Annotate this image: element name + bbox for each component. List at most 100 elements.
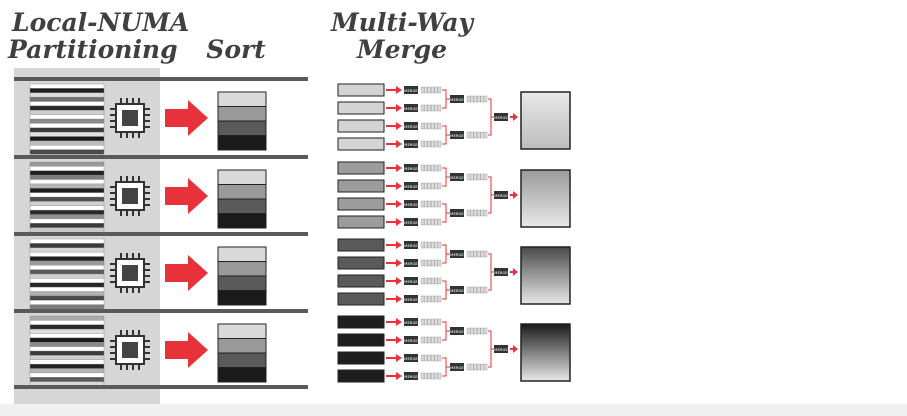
- buffer-cell: [483, 131, 488, 139]
- merge-box: [404, 200, 418, 208]
- partition-stripe: [29, 174, 105, 181]
- partition-stripe: [29, 372, 105, 378]
- buffer-cell: [420, 259, 425, 267]
- buffer-cell: [427, 295, 431, 303]
- cpu-pin: [110, 269, 116, 271]
- cpu-chip-icon: [110, 98, 150, 138]
- buffer-cell: [427, 104, 431, 112]
- buffer-cell: [480, 209, 484, 217]
- buffer-cell: [434, 164, 438, 172]
- buffer-cell: [431, 182, 435, 190]
- merge-box: [450, 286, 464, 294]
- buffer-cell: [434, 318, 438, 326]
- row-divider-line: [14, 232, 308, 236]
- buffer-cell: [427, 122, 431, 130]
- connector: [488, 98, 494, 136]
- partition-stripe: [29, 201, 105, 207]
- buffer-cell: [420, 200, 425, 208]
- partition-stripe: [29, 105, 105, 111]
- buffer-cell: [420, 104, 425, 112]
- merge-box: [404, 336, 418, 344]
- partition-stripe: [29, 243, 105, 249]
- buffer-cell: [483, 286, 488, 294]
- buffer-cell: [427, 200, 431, 208]
- merge-label: MERGE: [404, 166, 418, 171]
- merge-heading-line1: Multi-Way: [330, 8, 474, 37]
- buffer-cell: [437, 104, 442, 112]
- buffer-cell: [424, 122, 428, 130]
- buffer-cell: [437, 354, 442, 362]
- merge-box: [450, 131, 464, 139]
- merge-box: [404, 372, 418, 380]
- buffer-cell: [477, 327, 481, 335]
- buffer-cell: [420, 318, 425, 326]
- partition-stripe: [29, 205, 105, 211]
- arrow-right-icon: [513, 268, 518, 276]
- cpu-pin: [110, 192, 116, 194]
- partition-stripe: [29, 260, 105, 266]
- cpu-pin: [132, 132, 134, 138]
- merge-box: [404, 140, 418, 148]
- merge-box: [494, 113, 508, 121]
- buffer-cell: [437, 122, 442, 130]
- merge-box: [404, 86, 418, 94]
- cpu-pin: [110, 352, 116, 354]
- buffer-cell: [420, 241, 425, 249]
- arrow-right-icon: [513, 191, 518, 199]
- buffer-cell: [477, 209, 481, 217]
- cpu-pin: [144, 204, 150, 206]
- cpu-pin: [120, 287, 122, 293]
- input-run: [337, 315, 385, 329]
- buffer-cell: [473, 173, 477, 181]
- buffer-cell: [427, 140, 431, 148]
- partition-stripe: [29, 101, 105, 107]
- input-run: [337, 215, 385, 229]
- buffer-cell: [483, 363, 488, 371]
- sorted-block: [217, 352, 267, 368]
- partition-stripe: [29, 350, 105, 356]
- connector: [488, 253, 494, 291]
- buffer-cell: [477, 173, 481, 181]
- buffer-cell: [477, 286, 481, 294]
- cpu-pin: [120, 98, 122, 104]
- merge-label: MERGE: [404, 142, 418, 147]
- buffer-cell: [424, 372, 428, 380]
- arrow-right-icon: [513, 113, 518, 121]
- merge-label: MERGE: [450, 97, 464, 102]
- input-run: [337, 333, 385, 347]
- sorted-block: [217, 169, 267, 185]
- merge-box: [404, 104, 418, 112]
- buffer-cell: [480, 131, 484, 139]
- partitioning-heading-line1: Local-NUMA: [12, 8, 190, 37]
- buffer-cell: [473, 363, 477, 371]
- cpu-pin: [144, 108, 150, 110]
- merge-label: MERGE: [494, 193, 508, 198]
- partition-stripe: [29, 114, 105, 120]
- cpu-pin: [144, 114, 150, 116]
- cpu-pin: [110, 198, 116, 200]
- buffer-cell: [434, 140, 438, 148]
- merge-label: MERGE: [494, 115, 508, 120]
- buffer-cell: [437, 164, 442, 172]
- buffer-cell: [431, 336, 435, 344]
- buffer-cell: [470, 250, 474, 258]
- row-divider-line: [14, 385, 308, 389]
- buffer-cell: [424, 295, 428, 303]
- merged-output: [520, 91, 571, 150]
- arrow-right-icon: [396, 318, 402, 326]
- buffer-cell: [434, 104, 438, 112]
- buffer-cell: [434, 218, 438, 226]
- buffer-cell: [427, 164, 431, 172]
- buffer-cell: [466, 363, 471, 371]
- cpu-pin: [144, 198, 150, 200]
- arrow-right-icon: [165, 332, 208, 368]
- buffer-cell: [473, 327, 477, 335]
- buffer-cell: [424, 218, 428, 226]
- partition-stripe: [29, 377, 105, 383]
- arrow-right-icon: [396, 218, 402, 226]
- buffer-cell: [434, 354, 438, 362]
- arrow-right-icon: [396, 372, 402, 380]
- partition-stripe: [29, 223, 105, 229]
- arrow-right-icon: [396, 164, 402, 172]
- buffer-cell: [431, 218, 435, 226]
